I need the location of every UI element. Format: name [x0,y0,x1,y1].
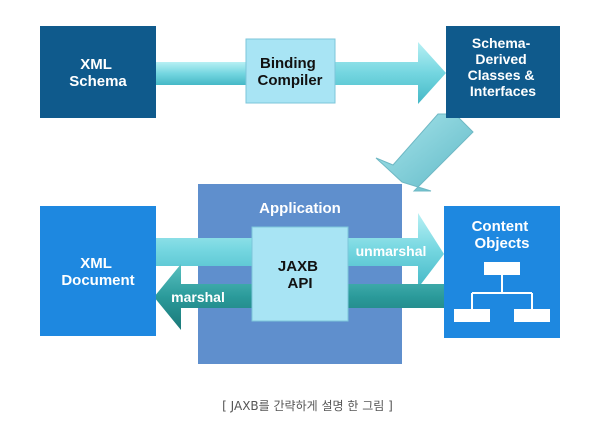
xml-document-line-2: Document [61,272,134,289]
jaxb-api-line-2: API [287,275,312,292]
schema-derived-line-4: Interfaces [470,83,536,99]
unmarshal-label: unmarshal [356,243,427,259]
marshal-label: marshal [171,289,225,305]
xml-document-box [40,206,156,336]
arrow-derived-to-application [375,113,474,192]
figure-caption: [ JAXB를 간략하게 설명 한 그림 ] [222,399,393,413]
jaxb-api-line-1: JAXB [278,258,318,275]
svg-text:XML Document: XML Document [61,255,134,289]
binding-compiler-box [245,38,336,104]
content-objects-line-2: Objects [474,235,529,252]
schema-derived-line-3: Classes & [468,67,535,83]
xml-schema-box [40,26,156,118]
schema-derived-line-2: Derived [475,51,526,67]
xml-document-line-1: XML [80,255,112,272]
svg-text:Binding Compiler: Binding Compiler [257,55,322,89]
jaxb-api-box [251,226,349,322]
svg-text:XML Schema: XML Schema [69,56,127,90]
schema-derived-box [446,26,560,118]
xml-schema-line-1: XML [80,56,112,73]
binding-compiler-line-2: Compiler [257,72,322,89]
svg-text:JAXB API: JAXB API [278,258,322,292]
binding-compiler-line-1: Binding [260,55,316,72]
schema-derived-line-1: Schema- [472,35,531,51]
svg-text:Content Objects: Content Objects [472,218,533,252]
arrow-schema-to-compiler [156,62,246,85]
xml-schema-line-2: Schema [69,73,127,90]
arrow-compiler-to-derived [335,42,446,104]
content-objects-line-1: Content [472,218,529,235]
object-tree-icon [454,262,550,322]
svg-text:Schema- Derived Classe: Schema- Derived Classes & Interfaces [468,35,539,99]
application-label: Application [259,200,341,217]
